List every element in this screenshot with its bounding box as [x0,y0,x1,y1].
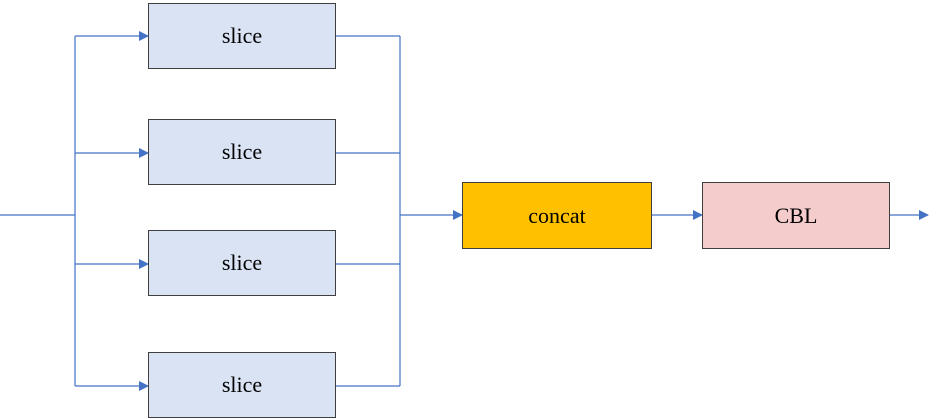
slice-node-1: slice [148,3,336,69]
concat-node-label: concat [528,202,586,228]
slice-node-4: slice [148,352,336,418]
slice-node-2: slice [148,119,336,185]
slice-node-2-label: slice [221,139,263,164]
slice-node-3: slice [148,230,336,296]
concat-node: concat [462,182,652,249]
slice-node-4-label: slice [221,372,263,397]
cbl-node: CBL [702,182,890,249]
slice-node-3-label: slice [221,250,263,275]
cbl-node-label: CBL [774,202,818,228]
slice-node-1-label: slice [221,23,263,48]
